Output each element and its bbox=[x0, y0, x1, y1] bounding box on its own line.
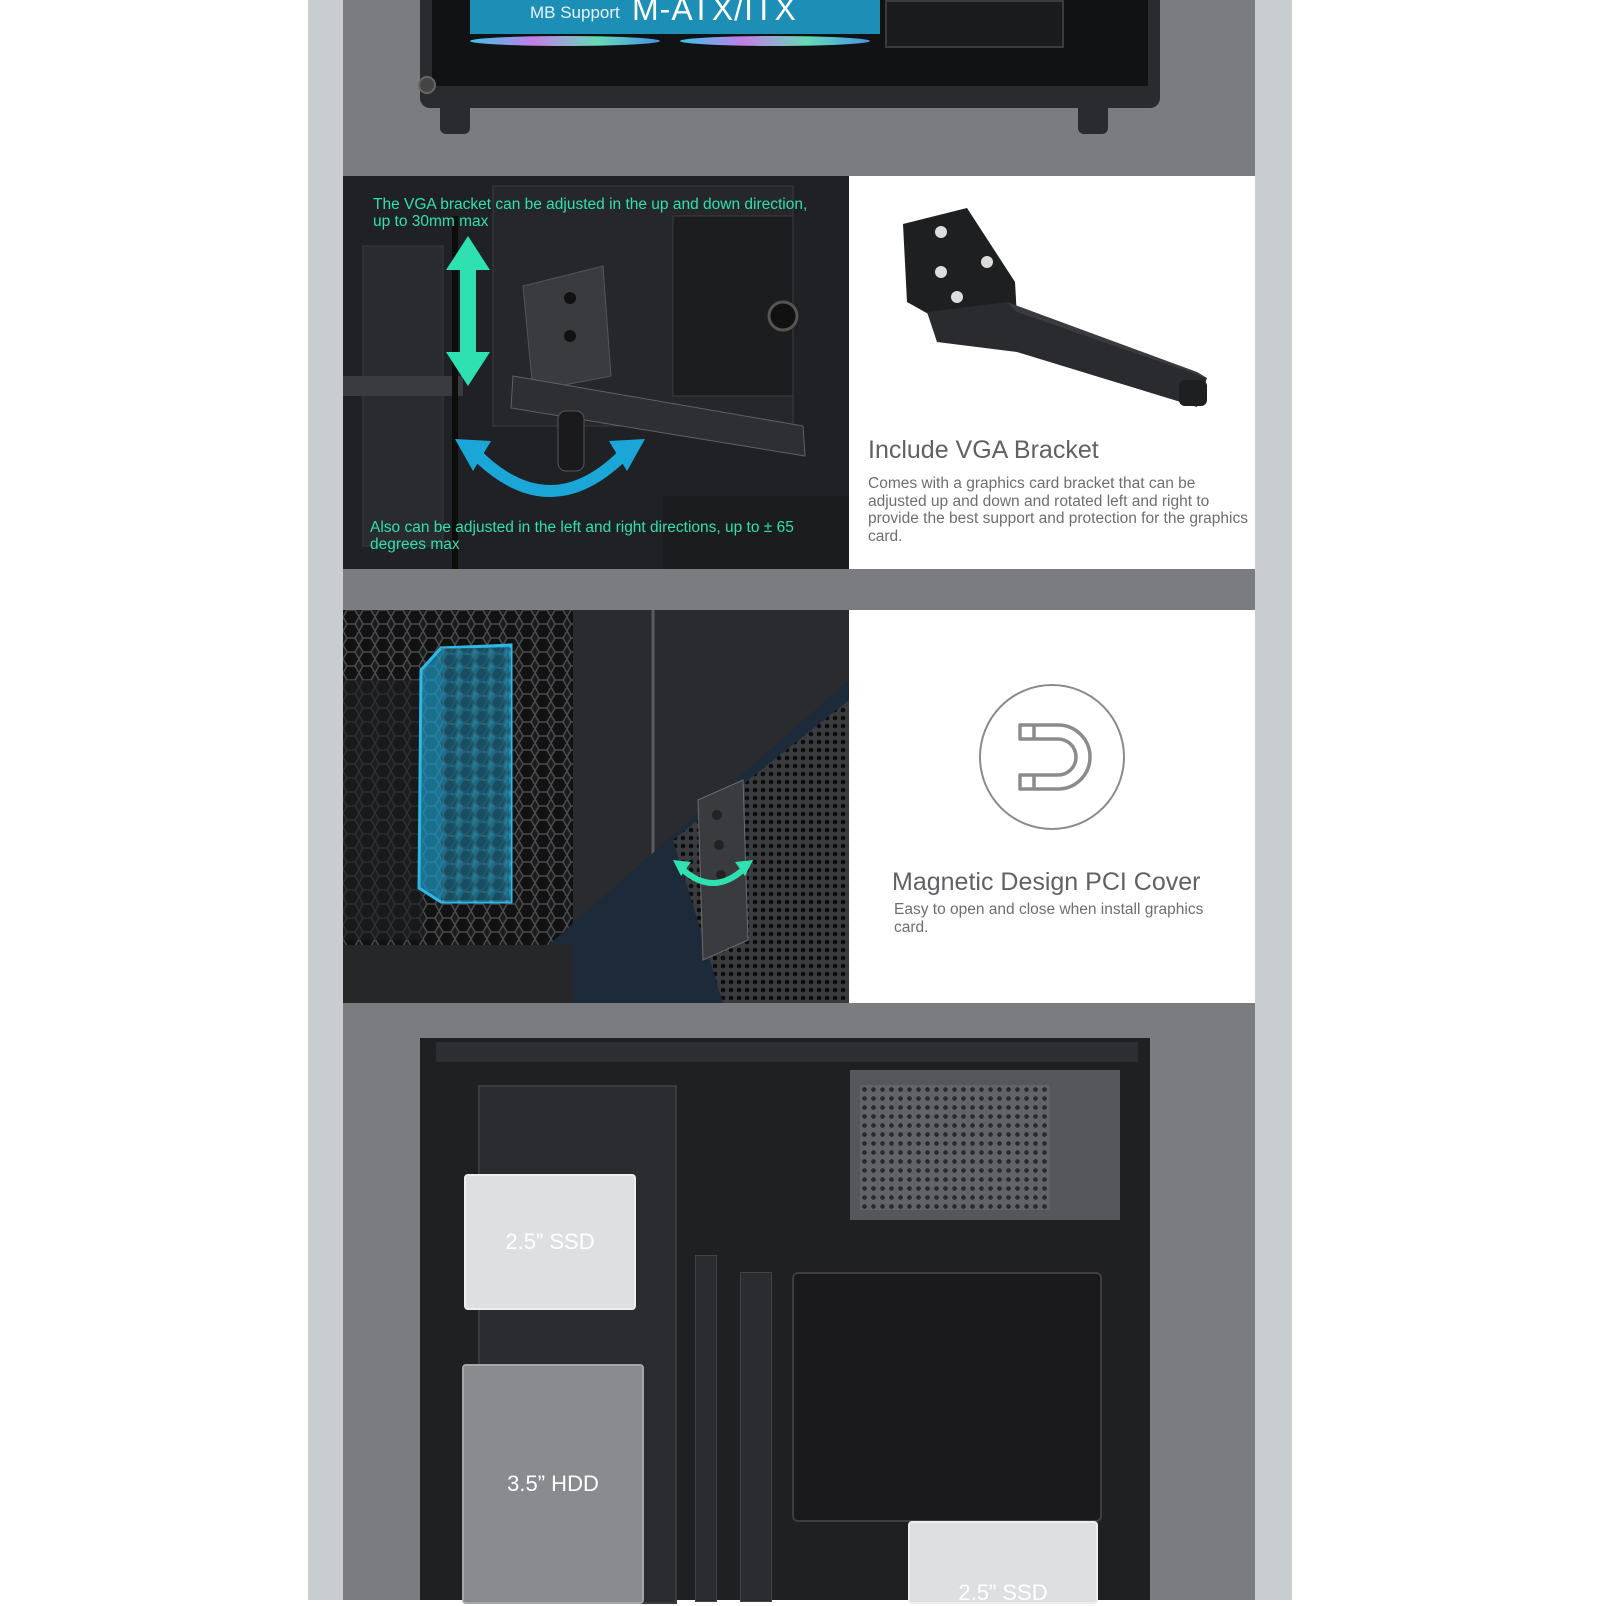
pci-cover-photo bbox=[343, 610, 849, 1003]
cable-channel bbox=[740, 1272, 772, 1602]
ssd-bottom-label: 2.5” SSD bbox=[958, 1580, 1048, 1605]
ssd-slot-bottom: 2.5” SSD bbox=[908, 1521, 1098, 1605]
motherboard-tray bbox=[792, 1272, 1102, 1522]
pci-cover-title: Magnetic Design PCI Cover bbox=[892, 868, 1201, 896]
thumb-screw bbox=[418, 76, 436, 94]
vga-bracket-title: Include VGA Bracket bbox=[868, 436, 1099, 464]
mb-support-label: MB Support bbox=[530, 3, 620, 22]
vga-bracket-description: Comes with a graphics card bracket that … bbox=[868, 475, 1248, 545]
pci-cover-description: Easy to open and close when install grap… bbox=[894, 901, 1204, 936]
magnetic-pci-cover-highlight bbox=[417, 643, 513, 904]
case-foot-right bbox=[1078, 100, 1108, 134]
hdd-slot: 3.5” HDD bbox=[462, 1364, 644, 1604]
pci-cover-info-card bbox=[849, 610, 1255, 1003]
vga-rotation-note: Also can be adjusted in the left and rig… bbox=[370, 519, 794, 553]
ssd-slot-top: 2.5” SSD bbox=[464, 1174, 636, 1310]
rotate-arrow-icon bbox=[455, 439, 645, 497]
mb-support-banner bbox=[470, 0, 880, 34]
vga-bracket-illustration bbox=[343, 176, 849, 569]
up-down-arrow-icon bbox=[446, 236, 490, 386]
mesh-vent bbox=[860, 1085, 1050, 1210]
vga-bracket-product-image bbox=[903, 208, 1207, 407]
case-psu-cover bbox=[885, 0, 1064, 48]
rgb-fan-ring-right bbox=[680, 36, 870, 46]
ssd-top-label: 2.5” SSD bbox=[505, 1229, 595, 1254]
case-foot-left bbox=[440, 100, 470, 134]
rgb-fan-ring-left bbox=[470, 36, 660, 46]
mb-support-formats: M-ATX/ITX bbox=[632, 0, 797, 27]
cable-channel bbox=[695, 1255, 717, 1602]
hdd-label: 3.5” HDD bbox=[507, 1471, 599, 1496]
vga-bracket-info-card bbox=[849, 176, 1255, 569]
open-close-arrow-icon bbox=[673, 860, 753, 886]
vga-vertical-adjust-note: The VGA bracket can be adjusted in the u… bbox=[373, 196, 808, 230]
vga-bracket-photo bbox=[343, 176, 849, 569]
pci-cover-illustration bbox=[343, 610, 849, 1003]
case-top-frame bbox=[436, 1042, 1138, 1062]
magnet-icon bbox=[979, 684, 1125, 830]
